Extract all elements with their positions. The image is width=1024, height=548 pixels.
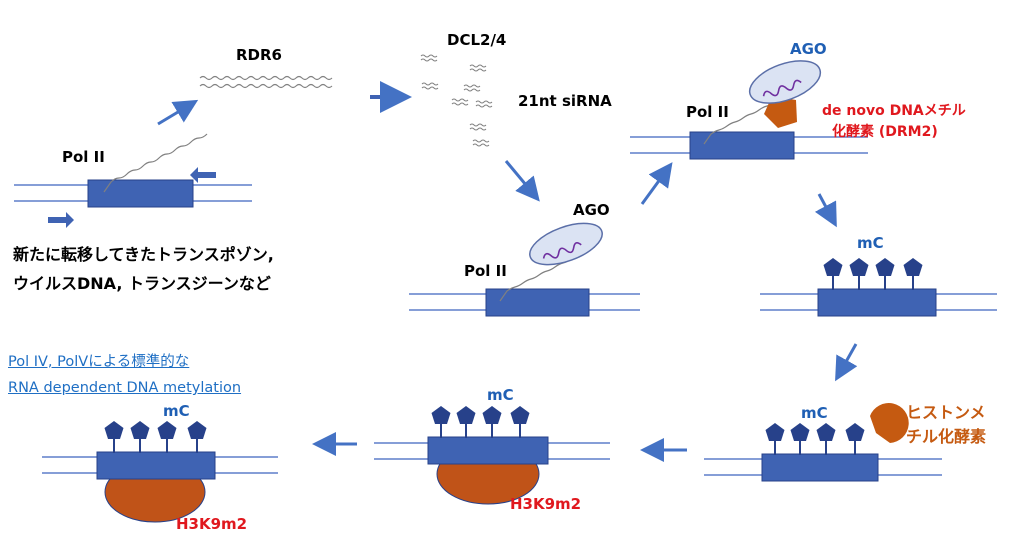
methyl-pentagon [823, 258, 843, 276]
dcl-sirna-group: DCL2/4 21nt siRNA [420, 31, 612, 147]
source-description-line1: 新たに転移してきたトランスポゾン, [13, 245, 274, 264]
gene-box [485, 288, 590, 317]
methyl-pentagon [790, 423, 810, 441]
rdr6-label: RDR6 [236, 46, 282, 64]
methyl-pentagon [482, 406, 502, 424]
gene-box [817, 288, 937, 317]
stage-methylated-dna: mC [760, 234, 997, 317]
guide-sirna [762, 79, 802, 97]
methyl-pentagon [849, 258, 869, 276]
stage-ago-binding: AGO Pol II [409, 201, 640, 317]
h3k9-label: H3K9m2 [510, 495, 581, 513]
gene-box [761, 453, 879, 482]
gene-box [689, 131, 795, 160]
methyl-marks [113, 438, 198, 453]
sirna-fragments [420, 54, 493, 147]
guide-sirna [542, 241, 582, 259]
methyl-pentagon [104, 421, 124, 439]
gene-box [87, 179, 194, 208]
mc-label: mC [487, 386, 514, 404]
source-description-line2: ウイルスDNA, トランスジーンなど [13, 274, 271, 293]
methyl-pentagon [875, 258, 895, 276]
gene-box [427, 436, 549, 465]
ago-label: AGO [573, 201, 610, 219]
mc-label: mC [163, 402, 190, 420]
dsrna-strand [199, 75, 333, 81]
dcl-label: DCL2/4 [447, 31, 506, 49]
methyl-pentagon [157, 421, 177, 439]
flow-arrow [157, 99, 199, 126]
stage-drm2-recruitment: AGO Pol II de novo DNAメチル 化酵素 (DRM2) [630, 40, 966, 160]
rdr6-dsrna: RDR6 [199, 46, 333, 89]
pol2-label: Pol II [464, 262, 507, 280]
methyl-pentagon [765, 423, 785, 441]
pol2-label: Pol II [686, 103, 729, 121]
histone-enzyme-label-line2: チル化酵素 [906, 427, 986, 446]
methyl-pentagon [431, 406, 451, 424]
promoter-arrow-right [48, 212, 74, 228]
ago-protein [748, 60, 822, 104]
methyl-pentagon [187, 421, 207, 439]
histone-methyltransferase [870, 403, 909, 443]
ago-label: AGO [790, 40, 827, 58]
rddm-link-line2[interactable]: RNA dependent DNA metylation [8, 380, 242, 396]
stage-histone-methyltransferase: mC ヒストンメ チル化酵素 [704, 403, 986, 482]
methyl-pentagon [510, 406, 530, 424]
mc-label: mC [857, 234, 884, 252]
pol2-label: Pol II [62, 148, 105, 166]
stage-initial-locus: Pol II [14, 133, 252, 228]
sirna-label: 21nt siRNA [518, 92, 612, 110]
h3k9-label: H3K9m2 [176, 515, 247, 533]
gene-box [96, 451, 216, 480]
dsrna-strand [199, 83, 333, 89]
ago-protein [529, 222, 603, 266]
drm2-label-line1: de novo DNAメチル [822, 103, 966, 119]
transcript-rna [103, 133, 208, 193]
stage-h3k9-middle: mC H3K9m2 [374, 386, 610, 513]
methyl-pentagon [845, 423, 865, 441]
flow-arrow [835, 343, 858, 382]
flow-arrow [504, 160, 540, 202]
methyl-pentagon [903, 258, 923, 276]
flow-arrow [640, 162, 673, 205]
methyl-pentagon [456, 406, 476, 424]
stage-h3k9-left: mC H3K9m2 [42, 402, 278, 533]
drm2-enzyme [764, 96, 797, 128]
flow-arrow [814, 193, 837, 228]
source-description: 新たに転移してきたトランスポゾン, ウイルスDNA, トランスジーンなど [13, 240, 274, 298]
rddm-link[interactable]: Pol IV, PolVによる標準的な RNA dependent DNA me… [8, 349, 241, 401]
methyl-marks [774, 440, 856, 455]
methyl-marks [832, 275, 914, 290]
methyl-pentagon [130, 421, 150, 439]
rddm-link-line1[interactable]: Pol IV, PolVによる標準的な [8, 354, 190, 370]
methyl-marks [440, 423, 521, 438]
drm2-label-line2: 化酵素 (DRM2) [832, 123, 938, 140]
mc-label: mC [801, 404, 828, 422]
methyl-pentagon [816, 423, 836, 441]
promoter-arrow-left [190, 167, 216, 183]
histone-enzyme-label-line1: ヒストンメ [906, 403, 986, 422]
